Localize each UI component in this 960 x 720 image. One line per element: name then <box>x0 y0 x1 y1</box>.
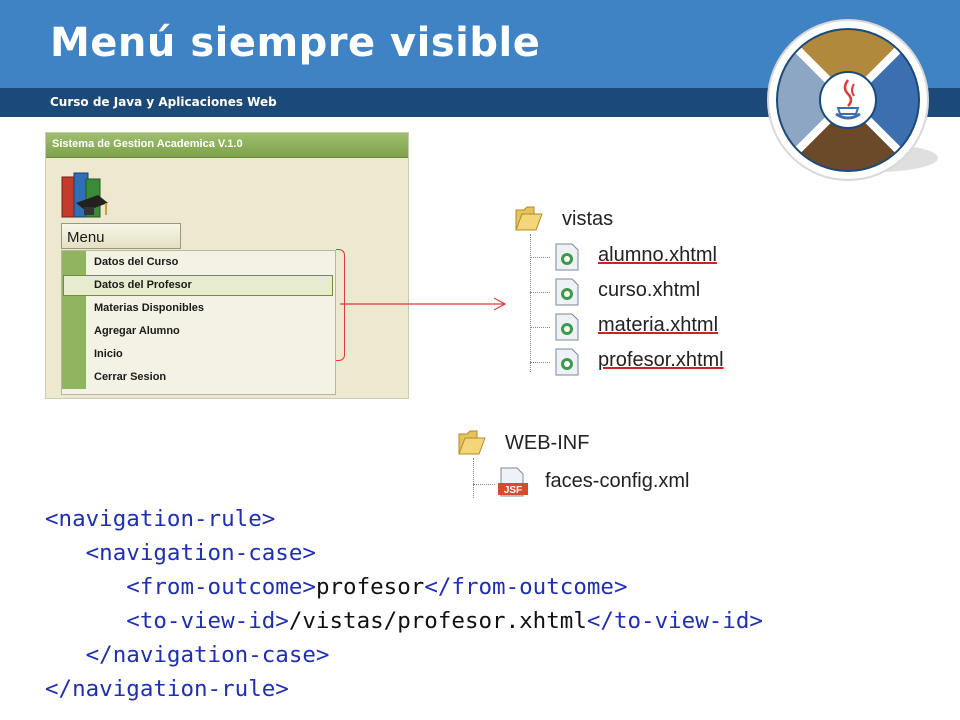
menu-item-strip <box>62 320 86 343</box>
tree-guide-line <box>530 362 550 363</box>
code-line: </navigation-rule> <box>45 672 763 706</box>
code-line: </navigation-case> <box>45 638 763 672</box>
tree-file-materia[interactable]: materia.xhtml <box>598 314 719 336</box>
code-tag: <navigation-rule> <box>45 506 276 532</box>
code-line: <to-view-id>/vistas/profesor.xhtml</to-v… <box>45 604 763 638</box>
tree-guide-line <box>530 292 550 293</box>
menu-list: Datos del Curso Datos del Profesor Mater… <box>61 250 336 395</box>
menu-item-inicio[interactable]: Inicio <box>62 343 335 366</box>
slide-title: Menú siempre visible <box>50 20 541 66</box>
tree-guide-line <box>473 484 495 485</box>
tree-folder-label[interactable]: WEB-INF <box>505 432 590 454</box>
vistas-file-tree: vistas alumno.xhtml curso.xhtml materia.… <box>512 200 752 380</box>
app-window: Sistema de Gestion Academica V.1.0 Menu … <box>45 132 409 399</box>
code-tag: </from-outcome> <box>424 574 628 600</box>
tree-guide-line <box>530 234 531 372</box>
code-tag: </navigation-case> <box>85 642 330 668</box>
menu-item-strip <box>62 343 86 366</box>
code-tag: <from-outcome> <box>126 574 316 600</box>
menu-header[interactable]: Menu <box>61 223 181 249</box>
menu-item-materias-disponibles[interactable]: Materias Disponibles <box>62 297 335 320</box>
code-tag: </navigation-rule> <box>45 676 289 702</box>
tree-file-alumno[interactable]: alumno.xhtml <box>598 244 717 266</box>
xml-code-block: <navigation-rule> <navigation-case> <fro… <box>45 502 763 706</box>
menu-item-label: Cerrar Sesion <box>94 371 167 383</box>
code-text: profesor <box>315 574 425 600</box>
menu-header-label: Menu <box>67 229 105 246</box>
menu-item-label: Inicio <box>94 348 123 360</box>
xhtml-file-icon <box>555 278 579 306</box>
annotation-arrow-icon <box>340 297 507 311</box>
app-titlebar: Sistema de Gestion Academica V.1.0 <box>46 133 408 158</box>
menu-item-cerrar-sesion[interactable]: Cerrar Sesion <box>62 366 335 389</box>
menu-item-label: Datos del Profesor <box>94 279 192 291</box>
menu-item-highlight <box>63 275 333 296</box>
code-tag: </to-view-id> <box>586 608 763 634</box>
xhtml-file-icon <box>555 243 579 271</box>
jsf-badge-label: JSF <box>504 485 522 496</box>
tree-file-curso[interactable]: curso.xhtml <box>598 279 701 301</box>
code-line: <navigation-case> <box>45 536 763 570</box>
menu-item-strip <box>62 251 86 274</box>
menu-item-label: Materias Disponibles <box>94 302 205 314</box>
xhtml-file-icon <box>555 348 579 376</box>
menu-item-label: Datos del Curso <box>94 256 179 268</box>
folder-icon <box>458 430 486 455</box>
code-tag: <navigation-case> <box>85 540 316 566</box>
tree-guide-line <box>473 458 474 498</box>
slide-subtitle: Curso de Java y Aplicaciones Web <box>50 95 277 109</box>
code-line: <from-outcome>profesor</from-outcome> <box>45 570 763 604</box>
tree-folder-label[interactable]: vistas <box>562 208 614 230</box>
tree-guide-line <box>530 327 550 328</box>
jsf-config-file-icon: JSF <box>498 467 528 497</box>
tree-file-profesor[interactable]: profesor.xhtml <box>598 349 724 371</box>
menu-item-datos-del-curso[interactable]: Datos del Curso <box>62 251 335 274</box>
books-graduation-icon <box>61 172 108 218</box>
tree-file-faces-config[interactable]: faces-config.xml <box>545 470 690 492</box>
app-window-title: Sistema de Gestion Academica V.1.0 <box>52 138 243 150</box>
menu-item-label: Agregar Alumno <box>94 325 180 337</box>
code-text: /vistas/profesor.xhtml <box>288 608 587 634</box>
menu-item-strip <box>62 297 86 320</box>
folder-icon <box>515 206 543 231</box>
annotation-bracket <box>336 249 345 361</box>
tree-guide-line <box>530 257 550 258</box>
menu-item-strip <box>62 366 86 389</box>
webinf-file-tree: WEB-INF JSF faces-config.xml <box>455 426 725 501</box>
code-tag: <to-view-id> <box>126 608 289 634</box>
java-course-logo-icon <box>767 19 938 181</box>
code-line: <navigation-rule> <box>45 502 763 536</box>
xhtml-file-icon <box>555 313 579 341</box>
menu-item-datos-del-profesor[interactable]: Datos del Profesor <box>62 274 335 297</box>
menu-item-agregar-alumno[interactable]: Agregar Alumno <box>62 320 335 343</box>
